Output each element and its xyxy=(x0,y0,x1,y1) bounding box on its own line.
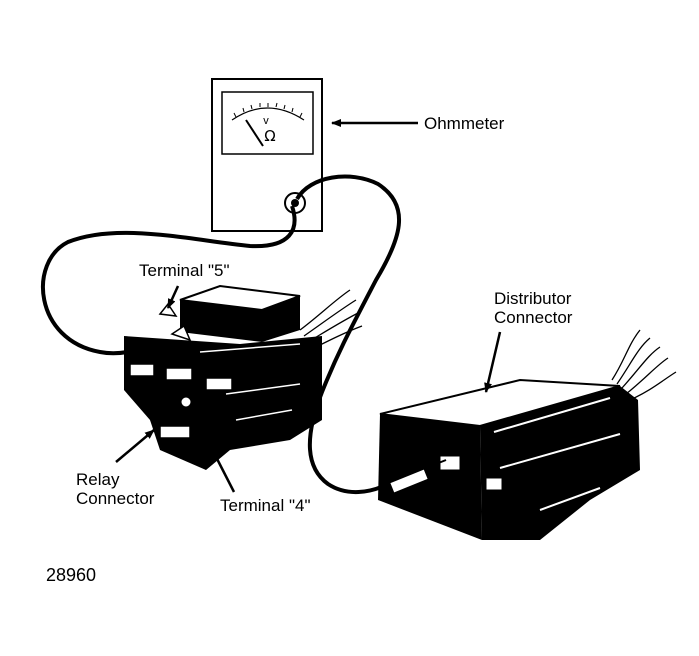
relay-connector-arrow xyxy=(115,429,155,463)
distributor-connector-arrow xyxy=(484,331,502,393)
leader-arrows xyxy=(115,119,502,493)
distributor-wires xyxy=(611,329,677,401)
distributor-connector-label: Distributor Connector xyxy=(494,289,572,327)
relay-connector-label-line-2: Connector xyxy=(76,489,155,508)
relay-connector-label: Relay Connector xyxy=(76,470,154,508)
ohmmeter-label: Ohmmeter xyxy=(424,114,505,133)
distributor-connector-label-line-1: Distributor xyxy=(494,289,572,308)
terminal-4-arrow xyxy=(188,405,236,493)
ohmmeter-scale-mark: v xyxy=(263,115,269,127)
relay-upper-block-side xyxy=(262,296,300,342)
ohmmeter-dial-window xyxy=(221,91,314,155)
test-probe-tip xyxy=(387,459,447,495)
relay-terminal-4-cavity xyxy=(180,396,192,408)
test-lead-terminal-5 xyxy=(41,205,297,356)
relay-edge-highlights xyxy=(199,343,301,421)
relay-connector-label-line-1: Relay xyxy=(76,470,120,489)
distributor-terminal-cavity xyxy=(439,455,461,471)
figure-number: 28960 xyxy=(46,565,97,585)
distributor-slot xyxy=(485,477,503,491)
test-lead-terminal-4 xyxy=(295,174,402,495)
ohmmeter-needle xyxy=(245,119,264,147)
relay-connector xyxy=(124,284,363,470)
distributor-highlights xyxy=(493,397,621,511)
distributor-connector-label-line-2: Connector xyxy=(494,308,573,327)
distributor-connector xyxy=(378,329,677,540)
ohmmeter-scale-arc xyxy=(231,107,305,121)
ohmmeter-scale-ticks xyxy=(233,102,303,118)
terminal-5-arrow xyxy=(166,285,180,309)
terminal-4-label: Terminal "4" xyxy=(220,496,311,515)
relay-clips xyxy=(129,302,233,439)
distributor-front-face xyxy=(378,414,482,540)
ohmmeter: v Ω xyxy=(211,78,323,232)
terminal-5-label: Terminal "5" xyxy=(139,261,230,280)
ohmmeter-probe-jack-inner xyxy=(291,199,299,207)
relay-upper-block-front xyxy=(180,300,262,342)
ohm-symbol: Ω xyxy=(264,127,275,145)
